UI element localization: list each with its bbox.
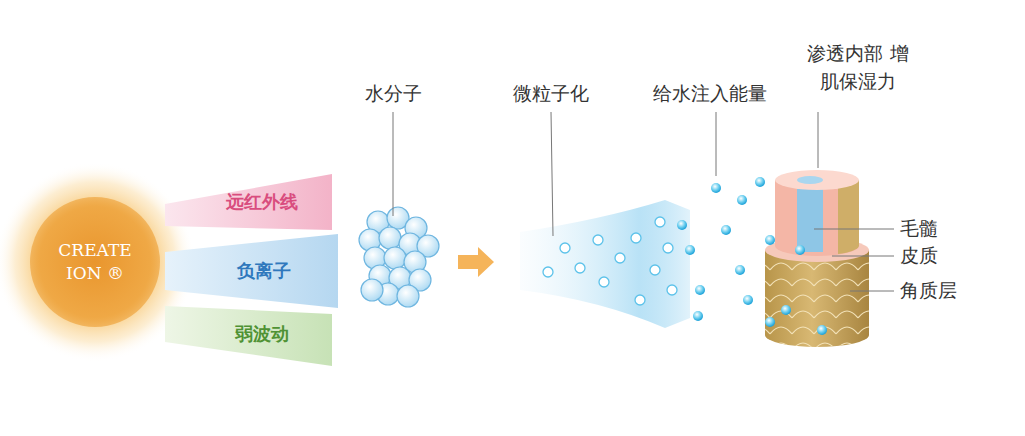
callout-label: 微粒子化 — [496, 80, 606, 108]
particle — [721, 225, 731, 235]
effect-band: 负离子 — [160, 232, 340, 310]
particle — [695, 285, 705, 295]
band-label: 远红外线 — [198, 190, 298, 214]
emitter-circle: CREATE ION ® — [30, 197, 160, 327]
particle — [631, 233, 641, 243]
particle — [650, 265, 660, 275]
particle — [685, 245, 695, 255]
particle — [667, 285, 677, 295]
water-molecule — [379, 227, 401, 249]
particle — [711, 183, 721, 193]
water-molecule — [384, 247, 406, 269]
effect-band: 弱波动 — [160, 300, 335, 368]
water-molecule — [361, 279, 383, 301]
particle — [781, 305, 791, 315]
particle — [795, 245, 805, 255]
band-label: 弱波动 — [207, 322, 289, 346]
particle — [543, 267, 553, 277]
particle — [677, 220, 687, 230]
callout-label: 给水注入能量 — [640, 80, 780, 108]
particle — [765, 317, 775, 327]
particle — [575, 263, 585, 273]
particle — [693, 311, 703, 321]
particle — [615, 253, 625, 263]
particle — [817, 325, 827, 335]
particle — [737, 195, 747, 205]
part-name: 皮质 — [900, 242, 938, 270]
part-name: 毛髓 — [900, 215, 938, 243]
particle — [593, 235, 603, 245]
particle — [599, 277, 609, 287]
particle — [755, 177, 765, 187]
particle — [663, 243, 673, 253]
particle — [560, 243, 570, 253]
part-name: 角质层 — [900, 277, 957, 305]
particle — [765, 235, 775, 245]
particle — [743, 295, 753, 305]
particle — [655, 217, 665, 227]
brand-name: CREATE ION ® — [50, 239, 140, 285]
water-molecule — [397, 285, 419, 307]
band-label: 负离子 — [209, 259, 291, 283]
callout-label: 水分子 — [348, 80, 438, 108]
callout-label: 渗透内部 增肌保湿力 — [798, 40, 918, 95]
particle — [735, 265, 745, 275]
particle — [635, 295, 645, 305]
effect-band: 远红外线 — [160, 170, 335, 234]
